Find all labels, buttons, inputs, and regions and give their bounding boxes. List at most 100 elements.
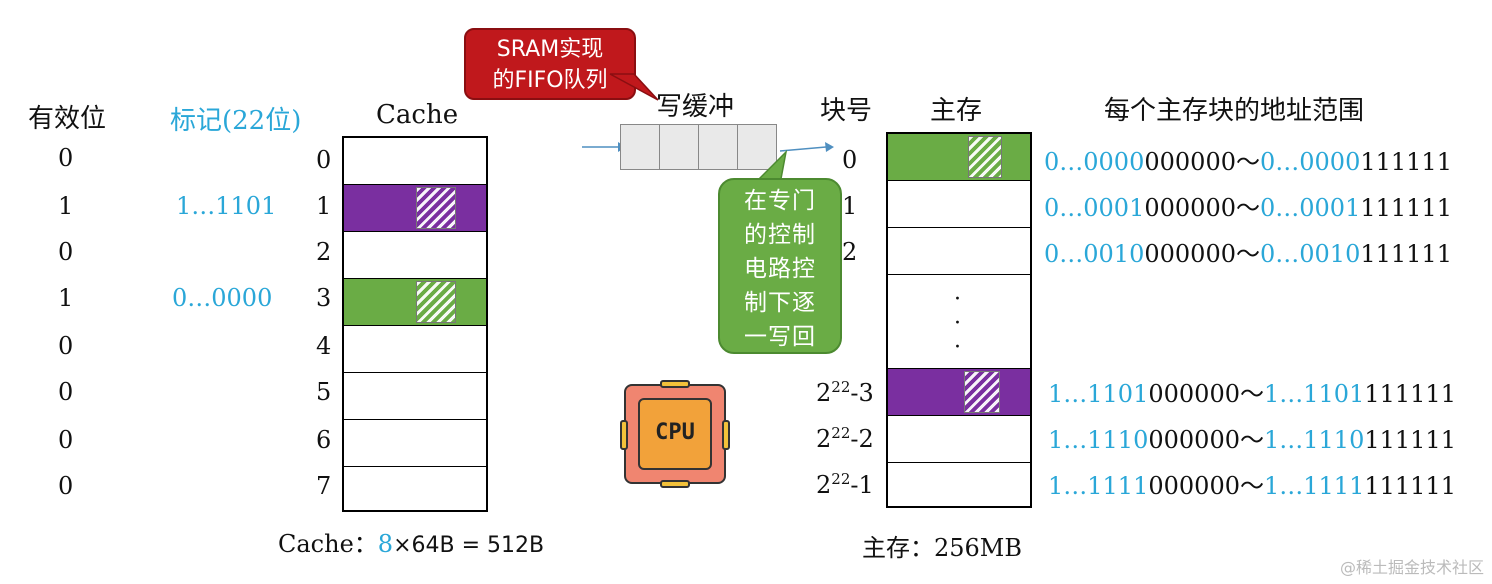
address-range-0-end-prefix: 0…0000 (1259, 148, 1361, 176)
valid-bit-4: 0 (58, 332, 74, 360)
control-callout-line-2: 的控制 (744, 222, 816, 248)
write-buffer-slot-1 (620, 124, 660, 170)
valid-bit-2: 0 (58, 238, 74, 266)
cache-index-2: 2 (316, 238, 332, 266)
control-callout-line-5: 一写回 (744, 324, 816, 350)
write-buffer-slot-2 (659, 124, 699, 170)
memory-block-num-0-base: 0 (842, 146, 858, 174)
memory-block-num-4: 222-2 (816, 424, 874, 453)
control-callout-line-4: 制下逐 (744, 290, 816, 316)
valid-bit-1: 1 (58, 192, 74, 220)
memory-block-2e22-3 (888, 369, 1030, 416)
memory-block-2e22-2 (888, 416, 1030, 463)
cache-line-2 (344, 232, 486, 279)
control-circuit-callout: 在专门 的控制 电路控 制下逐 一写回 (718, 178, 842, 354)
address-range-1-end-prefix: 0…0001 (1259, 194, 1361, 222)
cache-line-5 (344, 373, 486, 420)
address-range-2-end-prefix: 0…0010 (1259, 240, 1361, 268)
memory-ellipsis-2: · (954, 311, 961, 336)
memory-block-num-3-base: 2 (816, 379, 832, 407)
cache-caption-prefix: Cache： (278, 530, 378, 558)
cache-line-7 (344, 467, 486, 514)
address-range-5-end-prefix: 1…1111 (1263, 472, 1365, 500)
sram-callout-line-1: SRAM实现 (496, 37, 604, 62)
block-number-header: 块号 (820, 96, 873, 126)
memory-block-2e22-1 (888, 463, 1030, 510)
address-range-0-start-offset: 000000～ (1144, 148, 1260, 176)
memory-block-num-3-suffix: -3 (850, 379, 874, 407)
cache-line-3 (344, 279, 486, 326)
address-range-2: 0…0010000000～0…0010111111 (1044, 234, 1452, 269)
cache-index-3: 3 (316, 284, 332, 312)
memory-block-num-5-suffix: -1 (850, 471, 874, 499)
address-range-1-end-offset: 111111 (1360, 194, 1452, 222)
address-range-4-start-offset: 000000～ (1148, 426, 1264, 454)
memory-block-0 (888, 134, 1030, 181)
address-range-3-end-prefix: 1…1101 (1263, 380, 1365, 408)
cache-line-0 (344, 138, 486, 185)
cache-line-1 (344, 185, 486, 232)
memory-block-2e22-3-word-highlight (964, 371, 1000, 413)
address-range-5-start-offset: 000000～ (1148, 472, 1264, 500)
memory-block-1 (888, 181, 1030, 228)
cache-line-6 (344, 420, 486, 467)
address-range-4-end-offset: 111111 (1364, 426, 1456, 454)
memory-block-num-3: 222-3 (816, 378, 874, 407)
valid-bit-0: 0 (58, 144, 74, 172)
cpu-pin-left (620, 420, 628, 450)
address-range-1-start-offset: 000000～ (1144, 194, 1260, 222)
address-range-1-start-prefix: 0…0001 (1044, 194, 1145, 222)
address-range-2-start-prefix: 0…0010 (1044, 240, 1145, 268)
control-callout-line-1: 在专门 (744, 188, 816, 214)
memory-block-num-2: 2 (842, 238, 857, 266)
tag-1: 1…1101 (176, 192, 277, 220)
valid-bit-5: 0 (58, 378, 74, 406)
memory-block-num-3-exp: 22 (831, 378, 851, 396)
cpu-pin-top (660, 380, 690, 388)
cpu-label: CPU (638, 398, 712, 470)
cache-index-1: 1 (316, 192, 332, 220)
memory-block-num-5-base: 2 (816, 471, 832, 499)
cache-line-1-word-highlight (416, 187, 456, 229)
memory-size-caption: 主存：256MB (862, 534, 1023, 562)
address-range-0: 0…0000000000～0…0000111111 (1044, 142, 1452, 177)
memory-block-num-0: 0 (842, 146, 857, 174)
address-range-3-start-prefix: 1…1101 (1048, 380, 1149, 408)
write-buffer-header: 写缓冲 (656, 92, 735, 122)
tag-header: 标记(22位) (170, 106, 302, 136)
cache-array (342, 136, 488, 512)
watermark: @稀土掘金技术社区 (1339, 558, 1484, 577)
memory-block-num-5-exp: 22 (831, 470, 851, 488)
memory-ellipsis-1: · (954, 287, 961, 312)
write-buffer-slot-4 (737, 124, 777, 170)
main-memory-header: 主存 (930, 96, 983, 126)
cpu-icon: CPU (620, 380, 730, 488)
valid-bit-header: 有效位 (28, 104, 107, 134)
control-callout-line-3: 电路控 (744, 256, 816, 282)
valid-bit-3: 1 (58, 284, 74, 312)
memory-block-num-5: 222-1 (816, 470, 874, 499)
address-range-2-end-offset: 111111 (1360, 240, 1452, 268)
memory-block-num-4-exp: 22 (831, 424, 851, 442)
cache-line-4 (344, 326, 486, 373)
cpu-pin-right (722, 420, 730, 450)
memory-block-0-word-highlight (968, 136, 1002, 178)
cache-header: Cache (376, 100, 459, 130)
write-buffer-output-arrow (779, 142, 834, 152)
cache-index-0: 0 (316, 146, 332, 174)
cache-caption-rest: ×64B = 512B (393, 533, 545, 558)
address-range-2-start-offset: 000000～ (1144, 240, 1260, 268)
memory-ellipsis-3: · (954, 335, 961, 360)
address-range-5: 1…1111000000～1…1111111111 (1048, 466, 1456, 501)
memory-block-num-2-base: 2 (842, 238, 858, 266)
memory-block-num-1-base: 1 (842, 192, 858, 220)
cache-index-7: 7 (316, 472, 332, 500)
address-range-4-start-prefix: 1…1110 (1048, 426, 1149, 454)
address-range-3-start-offset: 000000～ (1148, 380, 1264, 408)
cache-index-4: 4 (316, 332, 332, 360)
address-range-3: 1…1101000000～1…1101111111 (1048, 374, 1456, 409)
address-range-5-end-offset: 111111 (1364, 472, 1456, 500)
address-range-0-end-offset: 111111 (1360, 148, 1452, 176)
cpu-pin-bottom (660, 480, 690, 488)
tag-3: 0…0000 (172, 284, 273, 312)
